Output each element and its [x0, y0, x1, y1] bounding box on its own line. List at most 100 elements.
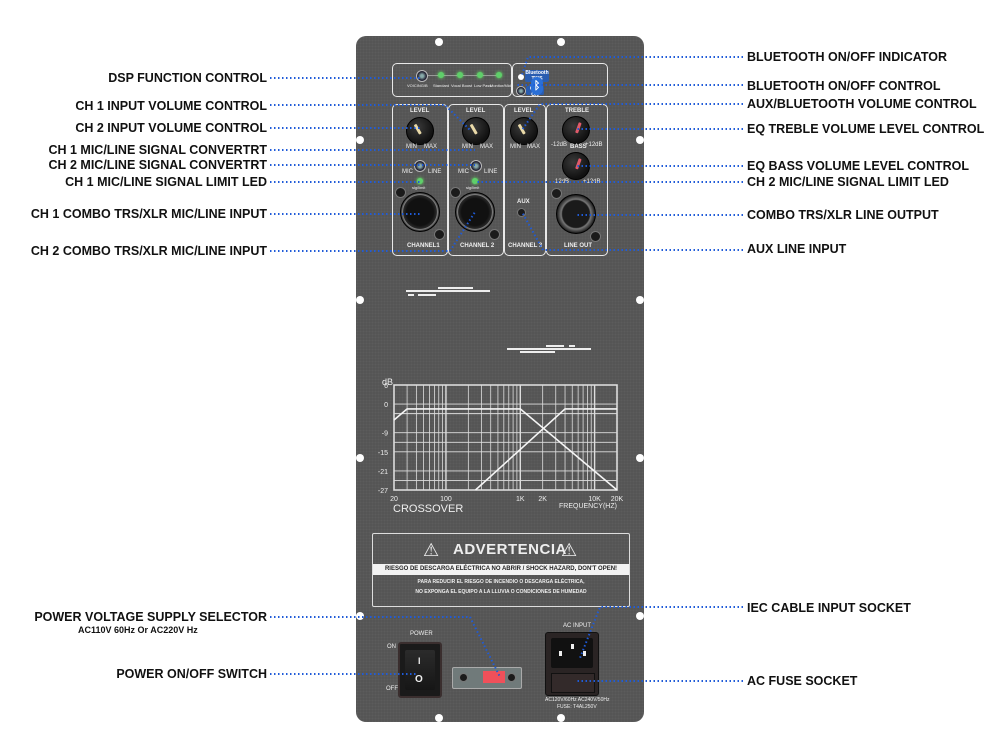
warning-band-text: RIESGO DE DESCARGA ELÉCTRICA NO ABRIR / …: [384, 566, 618, 572]
ch2-led-label: sig/limit: [466, 185, 480, 190]
label-eq-treble: EQ TREBLE VOLUME LEVEL CONTROL: [747, 122, 985, 136]
decor-bar: [418, 294, 436, 296]
ch2-max-label: MAX: [480, 144, 494, 150]
ac-spec-fuse: FUSE: T4AL250V: [557, 704, 597, 710]
bluetooth-on-off-button[interactable]: [516, 86, 526, 96]
line-out-xlr-jack[interactable]: [556, 194, 596, 234]
voltage-selector-switch[interactable]: [483, 671, 505, 683]
label-aux-line-input: AUX LINE INPUT: [747, 242, 847, 256]
bass-plus-label: +12dB: [583, 179, 601, 185]
dsp-mode-button[interactable]: [416, 70, 428, 82]
label-ch1-input-volume: CH 1 INPUT VOLUME CONTROL: [75, 99, 267, 113]
voltage-selector[interactable]: [452, 667, 522, 689]
power-off-label: OFF: [386, 686, 398, 692]
ch2-mic-label: MIC: [458, 169, 469, 175]
label-iec-socket: IEC CABLE INPUT SOCKET: [747, 601, 911, 615]
mounting-hole: [356, 454, 364, 462]
ch2-volume-knob[interactable]: [462, 117, 490, 145]
iec-pin: [571, 644, 574, 649]
ac-spec-voltage: AC120V/60Hz AC240V/50Hz: [545, 697, 610, 703]
ch1-mic-line-switch[interactable]: [414, 160, 426, 172]
ch2-limit-led: [472, 178, 478, 184]
bass-label: BASS: [570, 144, 587, 150]
aux-jack[interactable]: [517, 208, 526, 217]
mounting-hole: [636, 612, 644, 620]
power-on-glyph: I: [418, 656, 421, 666]
label-ch2-combo-input: CH 2 COMBO TRS/XLR MIC/LINE INPUT: [30, 244, 267, 258]
ch1-limit-led: [417, 178, 423, 184]
mounting-hole: [636, 296, 644, 304]
label-ch1-combo-input: CH 1 COMBO TRS/XLR MIC/LINE INPUT: [30, 207, 267, 221]
dsp-section: [392, 63, 512, 97]
ch1-min-label: MIN: [406, 144, 417, 150]
mounting-hole: [435, 38, 443, 46]
aux-label: AUX: [517, 199, 530, 205]
ch1-volume-knob[interactable]: [406, 117, 434, 145]
warning-title: ADVERTENCIA: [453, 541, 567, 558]
iec-pin: [559, 651, 562, 656]
label-ch1-mic-line-converter: CH 1 MIC/LINE SIGNAL CONVERTRT: [48, 143, 267, 157]
decor-bar: [520, 351, 555, 353]
screw: [450, 187, 461, 198]
ch1-max-label: MAX: [424, 144, 438, 150]
warning-line1: PARA REDUCIR EL RIESGO DE INCENDIO O DES…: [417, 579, 585, 585]
warning-triangle-icon: ⚠: [561, 540, 578, 560]
label-ch2-input-volume: CH 2 INPUT VOLUME CONTROL: [75, 121, 267, 135]
dsp-button-label: VOICING/B: [407, 83, 428, 88]
label-line-output: COMBO TRS/XLR LINE OUTPUT: [747, 208, 939, 222]
ch2-mic-line-switch[interactable]: [470, 160, 482, 172]
ch2-min-label: MIN: [462, 144, 473, 150]
treble-plus-label: +12dB: [585, 142, 603, 148]
ch3-level-label: LEVEL: [514, 108, 534, 114]
dsp-led-low-pass: [477, 72, 483, 78]
label-ch1-limit-led: CH 1 MIC/LINE SIGNAL LIMIT LED: [65, 175, 267, 189]
label-voltage-selector-sub: AC110V 60Hz Or AC220V Hz: [78, 625, 198, 635]
power-on-label: ON: [387, 644, 396, 650]
treble-label: TREBLE: [565, 108, 589, 114]
mounting-hole: [636, 136, 644, 144]
treble-minus-label: -12dB: [551, 142, 568, 148]
iec-receptacle[interactable]: [551, 638, 593, 668]
iec-socket[interactable]: [545, 632, 599, 696]
warning-triangle-icon: ⚠: [423, 540, 440, 560]
ch1-mic-label: MIC: [402, 169, 413, 175]
power-rocker-face[interactable]: I O: [405, 650, 435, 690]
ch2-combo-jack[interactable]: [455, 192, 495, 232]
label-power-switch: POWER ON/OFF SWITCH: [116, 667, 267, 681]
bass-knob[interactable]: [562, 152, 590, 180]
label-bluetooth-indicator: BLUETOOTH ON/OFF INDICATOR: [747, 50, 947, 64]
label-ch2-limit-led: CH 2 MIC/LINE SIGNAL LIMIT LED: [747, 175, 949, 189]
label-aux-bt-volume: AUX/BLUETOOTH VOLUME CONTROL: [747, 97, 977, 111]
label-voltage-selector: POWER VOLTAGE SUPPLY SELECTOR: [34, 610, 267, 624]
ch2-name: CHANNEL 2: [460, 243, 495, 249]
treble-knob[interactable]: [562, 116, 590, 144]
dsp-mode-track: [428, 75, 501, 76]
ch2-line-label: LINE: [484, 169, 498, 175]
dsp-led-standard: [438, 72, 444, 78]
screw: [590, 231, 601, 242]
label-eq-bass: EQ BASS VOLUME LEVEL CONTROL: [747, 159, 970, 173]
ch3-max-label: MAX: [527, 144, 541, 150]
aux-bt-volume-knob[interactable]: [510, 117, 538, 145]
ch1-line-label: LINE: [428, 169, 442, 175]
decor-bar: [406, 290, 490, 292]
dsp-mode-monitor: Monitor/Mid: [490, 83, 511, 88]
bluetooth-icon: ᛒ: [531, 77, 543, 95]
mounting-hole: [356, 612, 364, 620]
ch1-combo-jack[interactable]: [400, 192, 440, 232]
dsp-mode-standard: Standard: [433, 83, 450, 88]
screw: [434, 229, 445, 240]
warning-label: ⚠ ADVERTENCIA ⚠ RIESGO DE DESCARGA ELÉCT…: [372, 533, 630, 607]
mounting-hole: [356, 296, 364, 304]
screw: [459, 673, 468, 682]
lineout-label: LINE OUT: [564, 243, 592, 249]
fuse-drawer[interactable]: [551, 673, 595, 693]
power-rocker-switch[interactable]: I O: [398, 642, 442, 698]
power-label: POWER: [410, 631, 433, 637]
screw: [489, 229, 500, 240]
decor-bar: [507, 348, 591, 350]
dsp-led-monitor: [496, 72, 502, 78]
mounting-hole: [435, 714, 443, 722]
decor-bar: [546, 345, 564, 347]
